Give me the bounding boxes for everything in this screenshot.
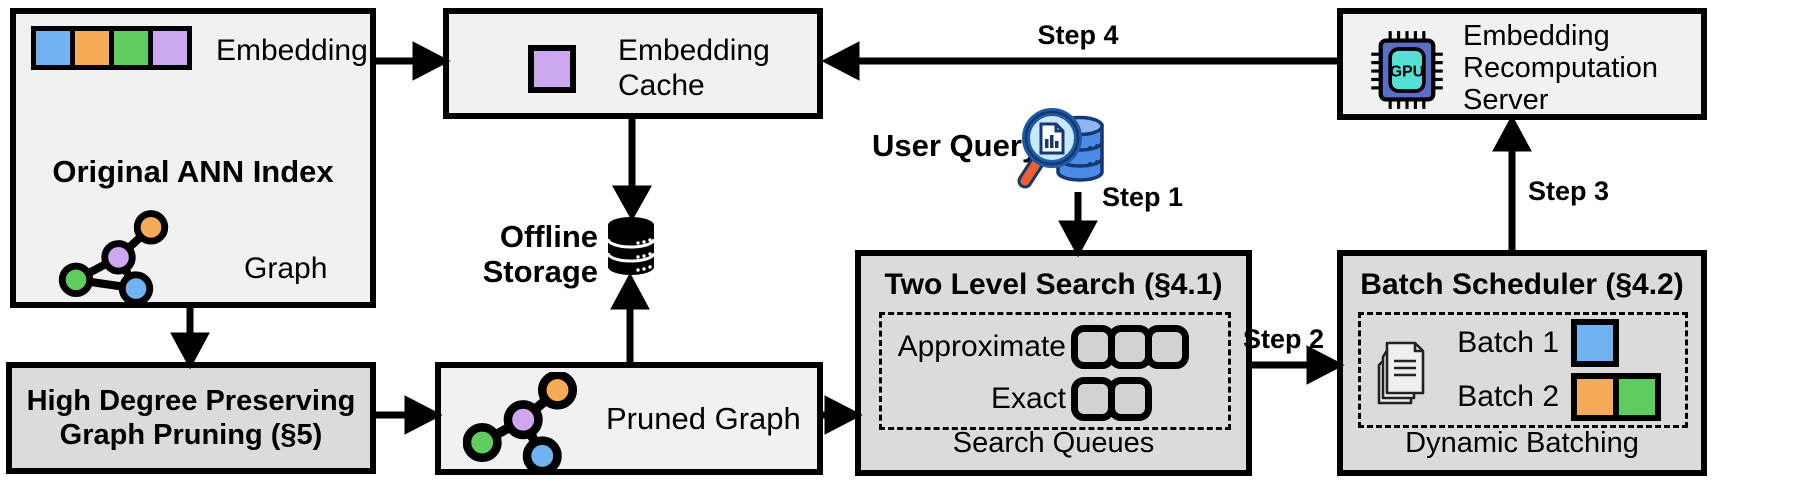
pruned-graph-icon	[463, 372, 578, 474]
search-queues-footer: Search Queues	[952, 427, 1155, 459]
cached-embedding-cell	[528, 45, 576, 93]
batch-2-item-orange	[1571, 373, 1619, 421]
exact-queue-row: Exact	[882, 377, 1228, 421]
batch-2-row: Batch 2	[1431, 373, 1661, 421]
original-ann-index-box: Embedding Original ANN Index Graph	[10, 8, 376, 308]
step-1-label: Step 1	[1102, 182, 1184, 212]
batch-1-item-blue	[1571, 319, 1619, 367]
arrow-pruned-graph-to-storage	[610, 272, 650, 362]
batch-1-label: Batch 1	[1457, 326, 1559, 359]
pruned-graph-label: Pruned Graph	[606, 400, 801, 436]
queue-slot	[1108, 377, 1152, 421]
embedding-cell-green	[109, 26, 153, 70]
step-3-label: Step 3	[1528, 176, 1610, 206]
query-magnifier-database-icon	[1017, 108, 1104, 189]
approximate-queue-row: Approximate	[882, 325, 1228, 369]
arrow-ann-to-pruning	[170, 308, 210, 370]
pruned-graph-box: Pruned Graph	[435, 362, 823, 475]
batch-1-row: Batch 1	[1431, 319, 1619, 367]
step-2-label: Step 2	[1243, 324, 1325, 354]
two-level-search-title: Two Level Search (§4.1)	[884, 268, 1223, 301]
arrow-pruning-to-pruned-graph	[376, 395, 443, 435]
arrow-pruned-graph-to-search	[823, 395, 863, 435]
dynamic-batching-footer: Dynamic Batching	[1405, 427, 1639, 459]
embedding-cell-blue	[31, 26, 75, 70]
arrow-step3-scheduler-to-server	[1492, 114, 1532, 250]
embedding-vector-strip	[31, 26, 192, 70]
dynamic-batching-panel: Batch 1 Batch 2	[1358, 312, 1688, 428]
database-icon	[606, 217, 656, 275]
exact-label: Exact	[990, 382, 1066, 415]
original-ann-index-title: Original ANN Index	[52, 154, 334, 189]
approximate-label: Approximate	[897, 330, 1066, 363]
documents-icon	[1377, 341, 1425, 405]
arrow-ann-to-cache	[376, 41, 451, 81]
arrow-step2-search-to-scheduler	[1252, 345, 1345, 385]
recomputation-server-box: GPU Embedding Recomputation Server	[1337, 8, 1707, 120]
embedding-cache-label: Embedding Cache	[618, 34, 770, 102]
user-query-label: User Query	[872, 128, 1040, 163]
batch-2-label: Batch 2	[1457, 380, 1559, 413]
search-queues-panel: Approximate Exact	[879, 312, 1231, 430]
arrow-step4-server-to-cache	[821, 41, 1337, 81]
high-degree-pruning-box: High Degree Preserving Graph Pruning (§5…	[6, 362, 376, 474]
batch-scheduler-title: Batch Scheduler (§4.2)	[1360, 268, 1684, 301]
embedding-cell-purple	[148, 26, 192, 70]
embedding-cell-orange	[70, 26, 114, 70]
high-degree-pruning-label: High Degree Preserving Graph Pruning (§5…	[26, 384, 356, 451]
batch-scheduler-box: Batch Scheduler (§4.2) Batch 1	[1337, 250, 1707, 476]
arrow-step1-query-to-search	[1058, 192, 1098, 258]
recomputation-server-label: Embedding Recomputation Server	[1463, 20, 1659, 116]
arrow-cache-to-storage	[612, 119, 652, 222]
batch-2-item-green	[1613, 373, 1661, 421]
offline-storage-label: Offline Storage	[482, 219, 598, 289]
queue-slot	[1145, 325, 1189, 369]
graph-icon	[58, 210, 169, 306]
two-level-search-box: Two Level Search (§4.1) Approximate Exac…	[855, 250, 1252, 476]
gpu-chip-label: GPU	[1390, 63, 1424, 80]
gpu-chip-icon: GPU	[1371, 31, 1443, 109]
graph-label: Graph	[244, 252, 328, 285]
step-4-label: Step 4	[1037, 20, 1119, 50]
embedding-cache-box: Embedding Cache	[443, 8, 823, 119]
embedding-label: Embedding	[216, 34, 368, 67]
